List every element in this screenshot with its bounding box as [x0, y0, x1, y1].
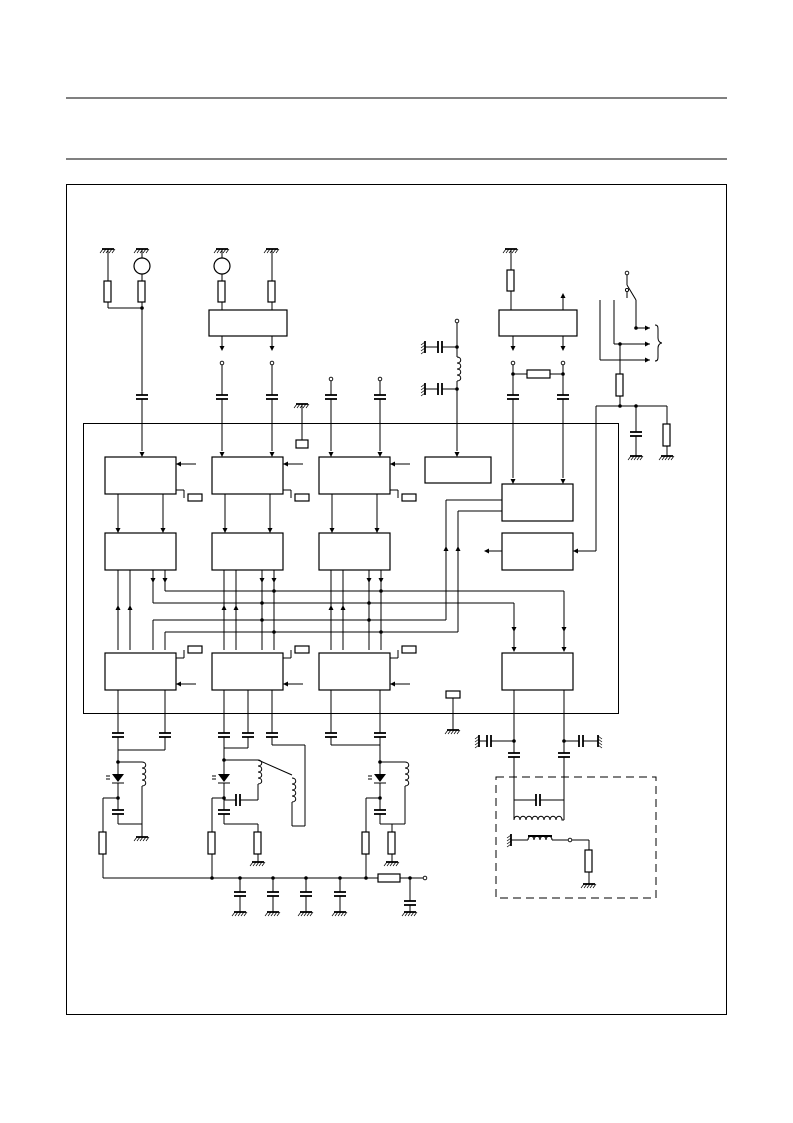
output-network-bottom-right [474, 690, 603, 777]
switch-block-top-right [498, 309, 578, 337]
oscillator-block-row-3 [104, 645, 574, 735]
external-filter-module [495, 776, 657, 899]
mixer-block-row-1 [104, 456, 492, 502]
ic-outline [83, 423, 619, 714]
row1-row2-connections [115, 494, 380, 533]
input-network-1 [99, 248, 151, 457]
input-network-2 [208, 248, 288, 457]
filter-block-row-2 [104, 532, 391, 571]
right-logic-blocks [443, 483, 574, 632]
output-network-top-right [498, 248, 578, 484]
switch-and-bus-network [573, 270, 675, 554]
supply-decoupling-network [420, 318, 462, 457]
input-network-3 [293, 376, 387, 457]
cross-bus-interconnect [115, 570, 567, 652]
tank-circuit-3 [324, 690, 410, 878]
bottom-supply-rail [103, 873, 428, 917]
figure-frame [66, 184, 727, 1015]
tank-circuit-1 [98, 690, 172, 878]
switch-block-top-left [208, 309, 288, 337]
tank-circuit-2 [207, 690, 306, 878]
